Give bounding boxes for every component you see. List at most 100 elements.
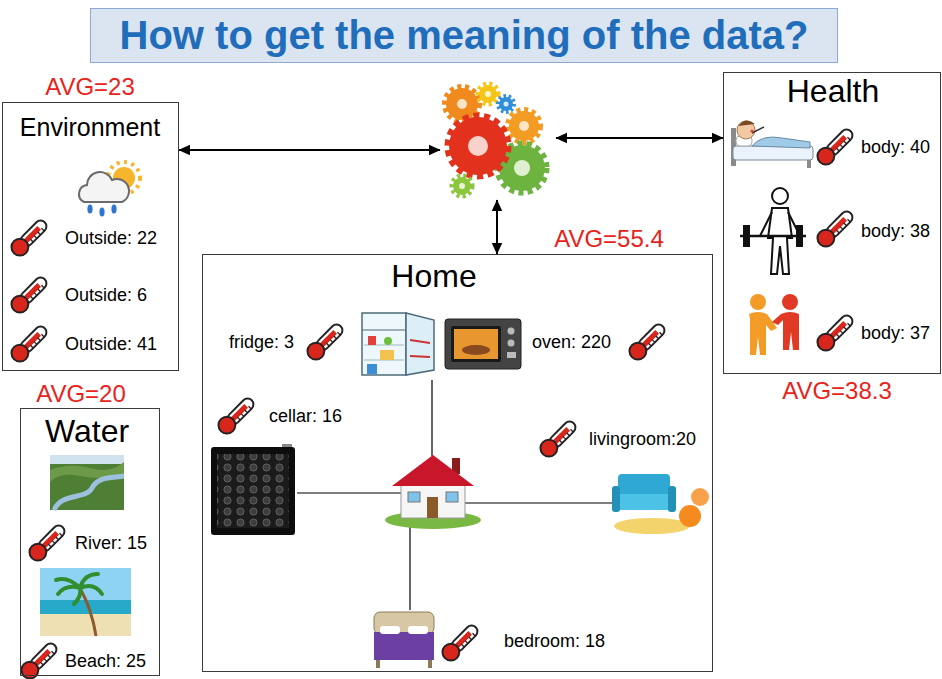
house-icon — [401, 482, 465, 518]
weightlifter-icon — [772, 188, 788, 204]
gears-icon — [459, 183, 465, 189]
fridge-icon — [384, 337, 392, 345]
average-value: AVG=55.4 — [554, 225, 664, 253]
bed-icon — [408, 626, 428, 634]
sensor-reading: cellar: 16 — [269, 406, 342, 427]
gears-icon — [453, 177, 471, 195]
sensor-reading: Outside: 41 — [65, 334, 157, 355]
sick-person-icon — [737, 121, 755, 139]
sensor-reading: oven: 220 — [532, 332, 611, 353]
weather-icon — [79, 162, 140, 217]
gears-icon — [519, 121, 529, 131]
oven-icon — [508, 340, 515, 347]
oven-icon — [445, 319, 521, 369]
gears-icon — [514, 160, 530, 176]
handshake-icon — [750, 294, 766, 310]
thermometer-icon — [814, 311, 857, 354]
bed-icon — [374, 612, 434, 634]
weightlifter-icon — [768, 208, 792, 274]
gears-icon — [446, 88, 478, 120]
category-box: Healthbody: 40body: 38body: 37AVG=38.3 — [723, 72, 941, 374]
thermometer-icon — [18, 639, 61, 679]
home-wire — [431, 380, 432, 456]
oven-icon — [454, 329, 498, 359]
sofa-icon — [679, 505, 701, 527]
box-heading: Water — [45, 413, 129, 450]
house-icon — [446, 492, 458, 502]
double-arrow-connector — [179, 149, 440, 151]
gears-icon — [468, 136, 488, 156]
handshake-icon — [749, 312, 777, 355]
wine-cooler-icon — [211, 447, 295, 535]
box-heading: Environment — [20, 113, 160, 142]
weightlifter-icon — [744, 226, 749, 246]
handshake-icon — [749, 294, 799, 355]
title-text: How to get the meaning of the data? — [120, 9, 809, 61]
gears-icon — [457, 99, 467, 109]
fridge-icon — [380, 350, 394, 360]
average-value: AVG=23 — [45, 73, 135, 101]
handshake-icon — [782, 294, 798, 310]
sensor-reading: Outside: 22 — [65, 228, 157, 249]
bed-icon — [374, 632, 434, 660]
bed-icon — [428, 660, 432, 668]
weather-icon — [111, 205, 116, 214]
sofa-icon — [614, 494, 674, 510]
fridge-icon — [368, 336, 376, 345]
thermometer-icon — [8, 322, 51, 365]
oven-icon — [507, 352, 516, 358]
fridge-icon — [367, 364, 377, 374]
beach-photo — [56, 574, 102, 604]
oven-icon — [445, 319, 521, 369]
weightlifter-icon — [760, 212, 800, 236]
river-photo — [50, 455, 124, 510]
beach-photo — [80, 588, 96, 636]
gears-icon — [504, 102, 509, 107]
average-value: AVG=20 — [36, 380, 126, 408]
thermometer-icon — [814, 125, 857, 168]
beach-photo — [40, 614, 131, 636]
gears-icon — [445, 84, 546, 196]
connector-group — [179, 138, 723, 254]
thermometer-icon — [814, 207, 857, 250]
gears-icon — [499, 97, 513, 111]
fridge-icon — [362, 330, 406, 331]
box-heading: Home — [391, 258, 476, 295]
house-icon — [427, 497, 438, 518]
sofa-icon — [614, 518, 690, 534]
sensor-reading: body: 40 — [861, 137, 930, 158]
weightlifter-icon — [740, 188, 806, 274]
wine-cooler-icon — [211, 444, 295, 535]
gears-icon — [449, 117, 507, 175]
oven-icon — [462, 345, 490, 355]
gears-icon — [448, 116, 508, 176]
gears-icon — [509, 111, 539, 141]
fridge-icon — [406, 313, 434, 375]
thermometer-icon — [215, 394, 258, 437]
fridge-icon — [410, 340, 430, 357]
gears-icon — [478, 84, 498, 104]
wine-cooler-icon — [282, 444, 292, 447]
sensor-reading: fridge: 3 — [229, 332, 294, 353]
gears-icon — [452, 176, 472, 196]
processing-gears — [440, 82, 556, 200]
gears-icon — [508, 110, 540, 142]
sensor-reading: River: 15 — [75, 533, 147, 554]
bed-icon — [380, 626, 400, 634]
bed-icon — [374, 612, 434, 668]
gears-icon — [478, 84, 498, 104]
gears-icon — [485, 91, 491, 97]
title-banner: How to get the meaning of the data? — [90, 8, 838, 63]
sensor-reading: body: 38 — [861, 221, 930, 242]
box-heading: Health — [787, 73, 880, 110]
gears-icon — [498, 96, 514, 112]
house-icon — [408, 492, 420, 502]
sofa-icon — [612, 486, 620, 512]
sofa-icon — [691, 488, 709, 506]
gears-icon — [448, 116, 508, 176]
sensor-reading: Outside: 6 — [65, 285, 147, 306]
sick-person-icon — [731, 120, 813, 168]
sick-person-icon — [750, 129, 753, 132]
double-arrow-connector — [556, 137, 723, 139]
